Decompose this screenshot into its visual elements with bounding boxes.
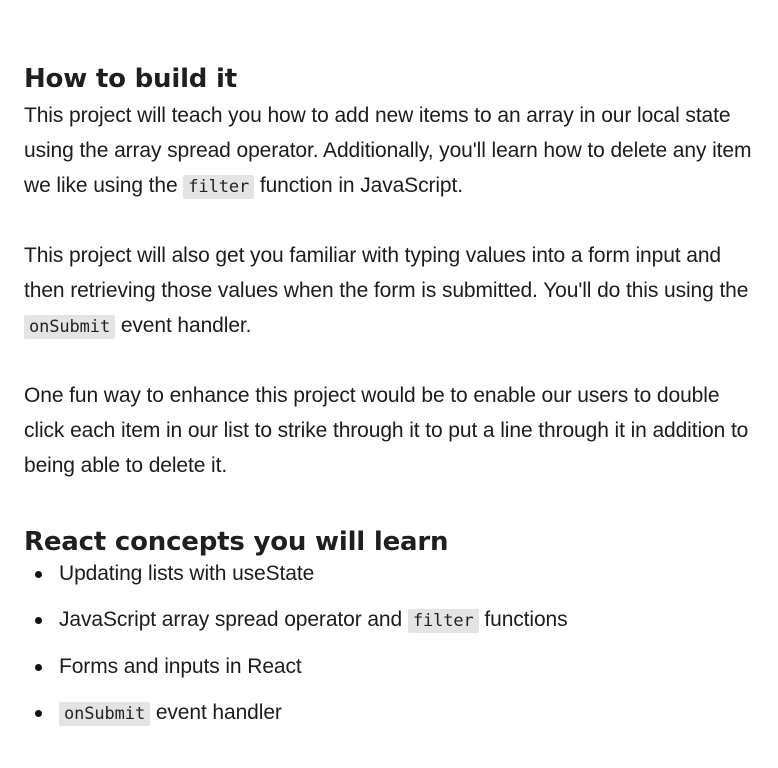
bullet-icon <box>35 617 42 624</box>
list-item: onSubmit event handler <box>35 700 754 727</box>
list-item-text-a: Forms and inputs in React <box>59 655 302 678</box>
list-item-text-a: Updating lists with useState <box>59 562 315 585</box>
inline-code-filter: filter <box>407 609 479 633</box>
list-item: JavaScript array spread operator and fil… <box>35 607 754 634</box>
concepts-list: Updating lists with useState JavaScript … <box>24 561 754 727</box>
paragraph-1-text-b: function in JavaScript. <box>254 174 463 197</box>
paragraph-1: This project will teach you how to add n… <box>24 98 754 205</box>
paragraph-3: One fun way to enhance this project woul… <box>24 378 754 483</box>
list-item: Forms and inputs in React <box>35 654 754 680</box>
paragraph-2: This project will also get you familiar … <box>24 238 754 345</box>
paragraph-2-text-a: This project will also get you familiar … <box>24 244 749 302</box>
article-content: How to build it This project will teach … <box>24 62 754 727</box>
list-item-text-a: JavaScript array spread operator and <box>59 608 408 631</box>
inline-code-onsubmit: onSubmit <box>24 315 116 339</box>
inline-code-onsubmit: onSubmit <box>59 702 151 726</box>
section-heading-how-to-build: How to build it <box>24 64 237 94</box>
list-item-text-b: event handler <box>150 701 282 724</box>
section-react-concepts: React concepts you will learn Updating l… <box>24 525 754 727</box>
paragraph-2-text-b: event handler. <box>115 314 252 337</box>
bullet-icon <box>35 710 42 717</box>
list-item-text-b: functions <box>478 608 568 631</box>
inline-code-filter: filter <box>183 175 255 199</box>
list-item: Updating lists with useState <box>35 561 754 587</box>
paragraph-1-text-a: This project will teach you how to add n… <box>24 104 752 197</box>
paragraph-3-text: One fun way to enhance this project woul… <box>24 384 749 477</box>
bullet-icon <box>35 664 42 671</box>
section-how-to-build: How to build it This project will teach … <box>24 62 754 483</box>
section-heading-react-concepts: React concepts you will learn <box>24 527 449 557</box>
bullet-icon <box>35 571 42 578</box>
